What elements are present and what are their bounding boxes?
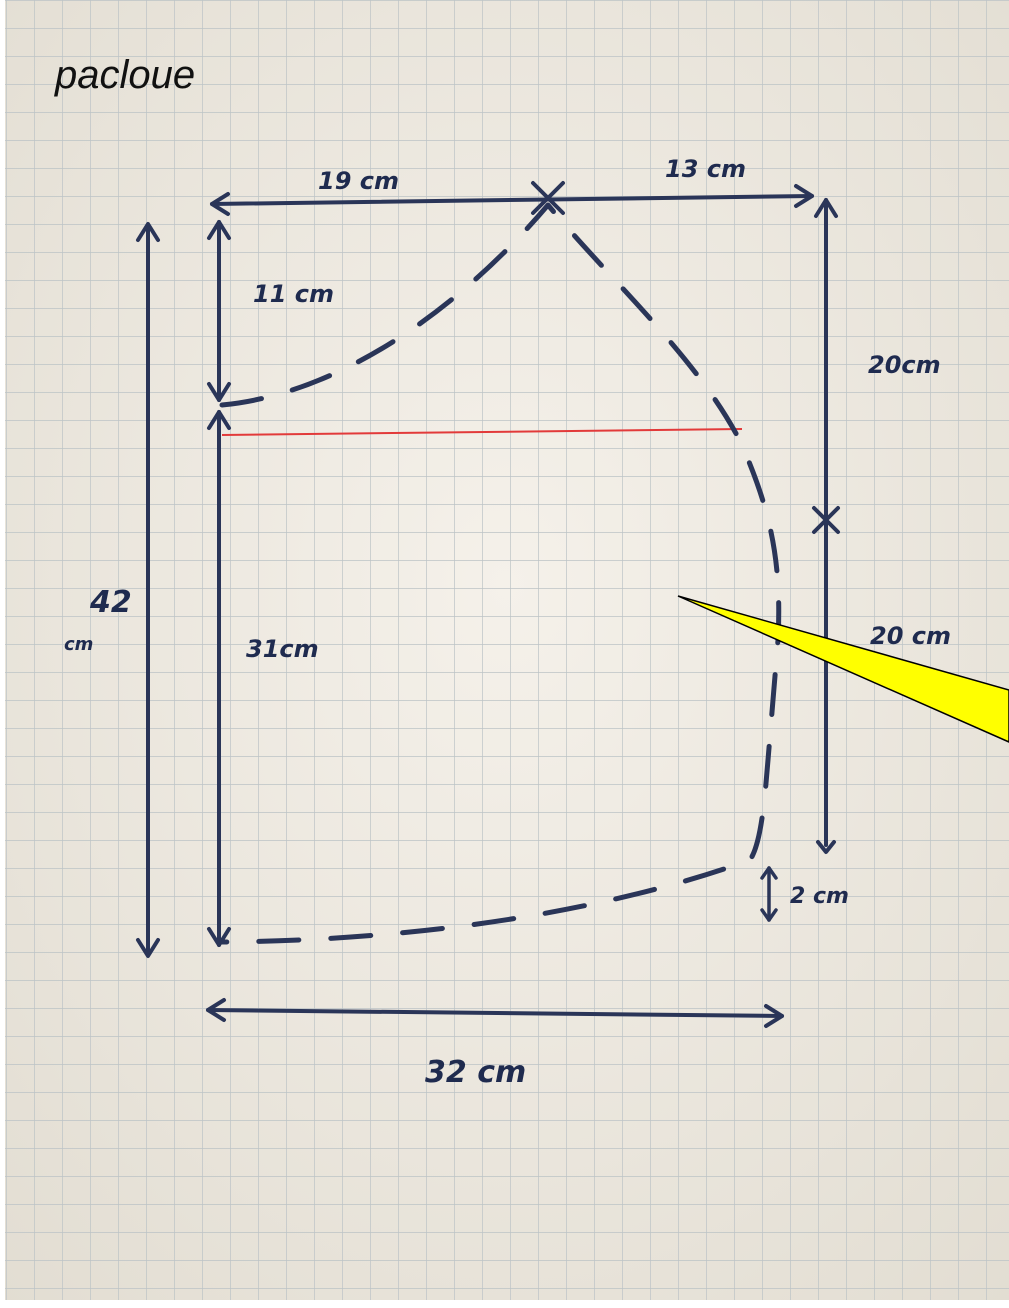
label-total-height-unit: cm: [64, 634, 93, 655]
bottom-width-arrow: [206, 998, 784, 1028]
label-right-upper-height: 20cm: [868, 351, 941, 379]
page-title: pacloue: [54, 53, 195, 97]
red-guide-line: [221, 428, 743, 436]
cross-mark-top: [531, 181, 565, 215]
label-lower-left-height: 31cm: [246, 635, 319, 663]
total-height-arrow: [136, 222, 160, 958]
upper-left-height-arrow: [207, 220, 231, 402]
top-dimension-arrow: [210, 184, 814, 216]
yellow-callout-pointer: [677, 595, 1009, 743]
label-total-height-value: 42: [89, 585, 132, 620]
label-bottom-gap: 2 cm: [790, 884, 849, 909]
bottom-gap-arrow: [760, 866, 778, 922]
lower-left-height-arrow: [207, 410, 231, 947]
label-bottom-width: 32 cm: [425, 1055, 526, 1090]
label-top-right-width: 13 cm: [665, 155, 746, 183]
cross-mark-right: [812, 506, 840, 534]
label-right-lower-height: 20 cm: [870, 622, 951, 650]
label-top-left-width: 19 cm: [318, 167, 399, 195]
label-upper-left-height: 11 cm: [253, 280, 334, 308]
